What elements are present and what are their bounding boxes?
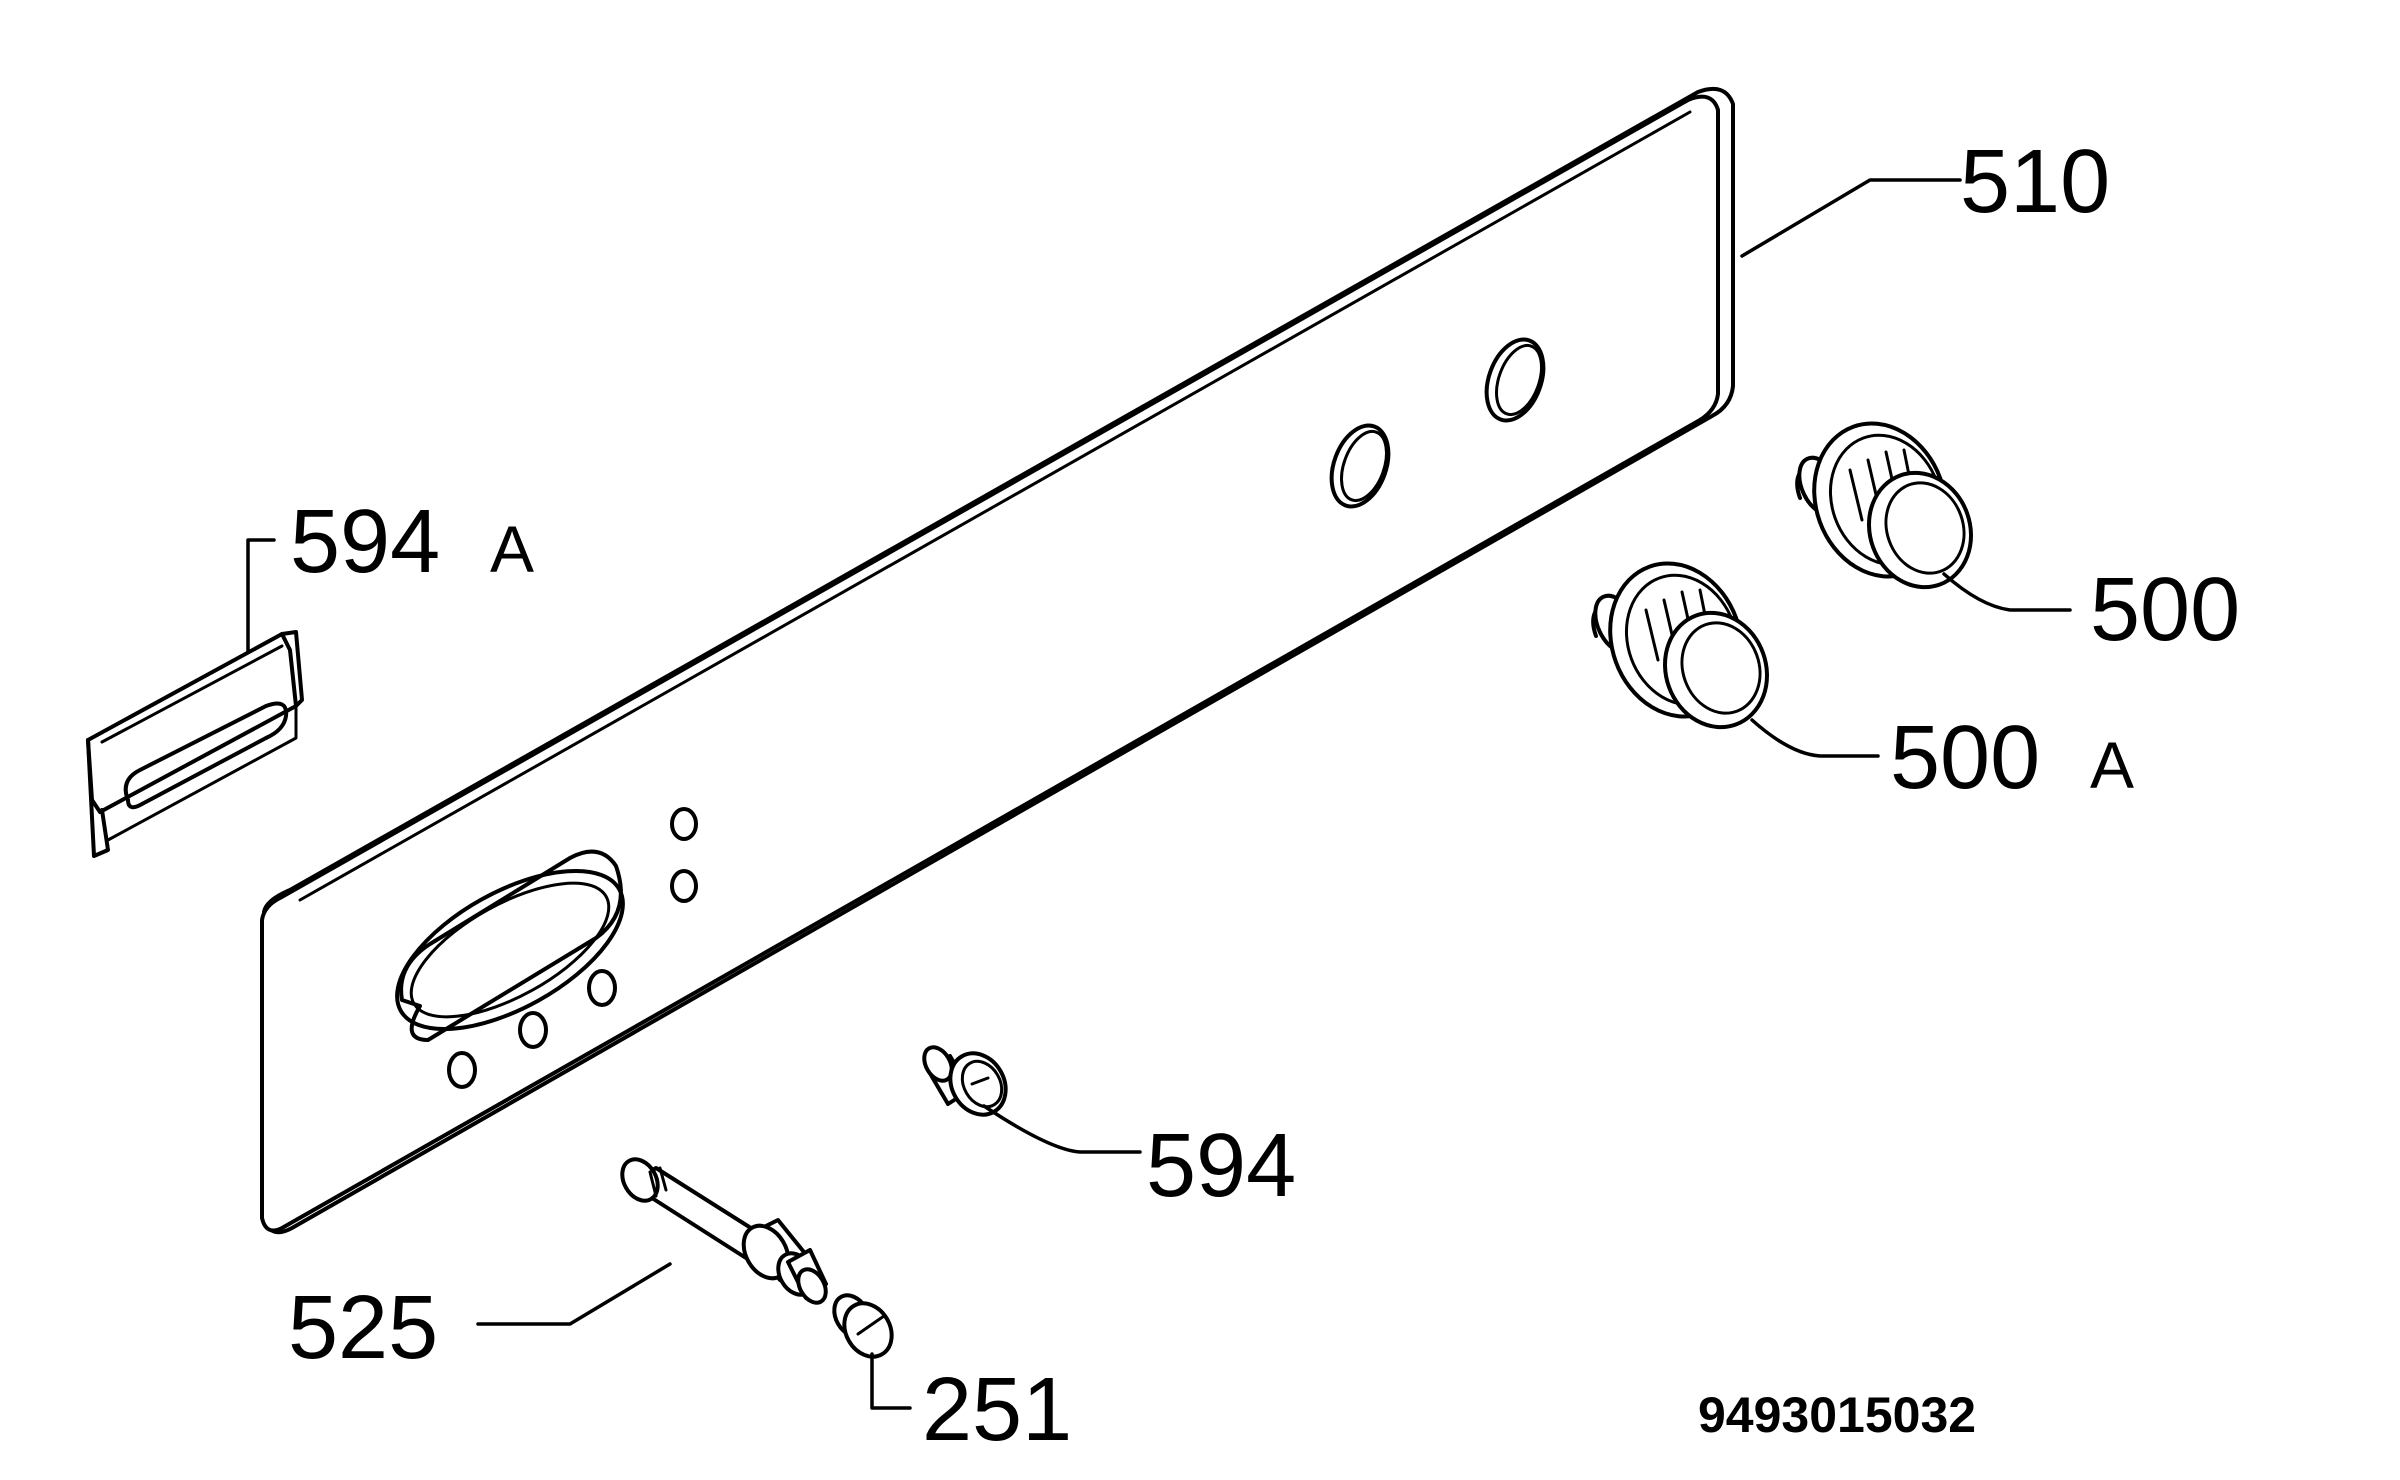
shaft-part: [620, 1157, 828, 1305]
label-510: 510: [1960, 132, 2110, 232]
control-panel: [260, 87, 1735, 1235]
display-window: [395, 849, 625, 1042]
label-525: 525: [288, 1278, 438, 1378]
label-500a-number: 500: [1890, 708, 2040, 808]
knob-part: [1795, 421, 1974, 590]
label-500a-suffix: A: [2090, 728, 2134, 802]
leader-lines: [246, 178, 2072, 1410]
label-594: 594: [1146, 1116, 1296, 1216]
button-part: [922, 1045, 1008, 1117]
label-251: 251: [922, 1360, 1072, 1460]
label-594a-suffix: A: [490, 512, 534, 586]
spring-part: [832, 1293, 894, 1359]
label-500: 500: [2090, 560, 2240, 660]
knob-holes: [1329, 337, 1546, 509]
bracket-part: [86, 630, 304, 858]
part-labels: 510 500 500 A 594 A 594 525 251 94930150…: [288, 132, 2240, 1460]
label-594a-number: 594: [290, 492, 440, 592]
indicator-holes: [447, 807, 698, 1089]
diagram-code: 9493015032: [1698, 1387, 1976, 1443]
knob-alt-part: [1591, 561, 1770, 730]
